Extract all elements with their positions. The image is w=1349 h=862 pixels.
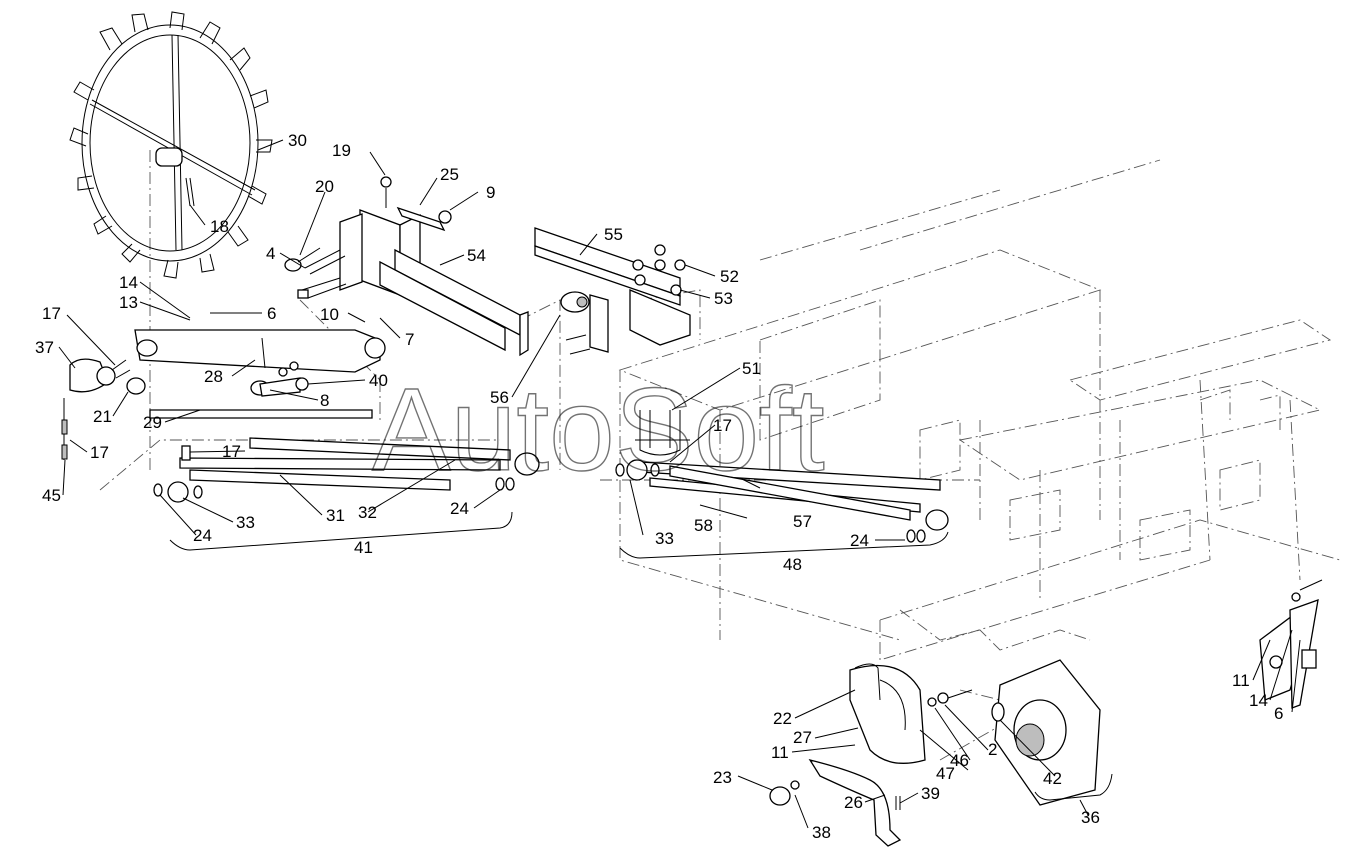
callout-54: 54: [467, 246, 486, 265]
callout-20: 20: [315, 177, 334, 196]
callout-33-left: 33: [236, 513, 255, 532]
right-bracket-assembly: [1259, 579, 1323, 709]
callout-58: 58: [694, 516, 713, 535]
callout-11-right: 11: [1232, 671, 1250, 690]
callout-24-mid: 24: [450, 499, 469, 518]
leader-lines: [58, 139, 1301, 829]
callout-22: 22: [773, 709, 792, 728]
drive-cover-assembly: [769, 659, 1101, 847]
callout-19: 19: [332, 141, 351, 160]
callout-41: 41: [354, 538, 373, 557]
callout-55: 55: [604, 225, 623, 244]
callout-4: 4: [266, 244, 275, 263]
callout-9: 9: [486, 183, 495, 202]
callout-6-right: 6: [1274, 704, 1283, 723]
shaft-assembly-48: [615, 410, 949, 543]
shaft-assembly-41: [153, 437, 540, 503]
callout-11-bottom: 11: [771, 743, 789, 762]
callout-7: 7: [405, 330, 414, 349]
callout-6-left: 6: [267, 304, 276, 323]
callout-31: 31: [326, 506, 345, 525]
bracket-assembly-55: [534, 227, 691, 355]
callout-25: 25: [440, 165, 459, 184]
callout-37: 37: [35, 338, 54, 357]
callout-24-right: 24: [850, 531, 869, 550]
callout-23: 23: [713, 768, 732, 787]
callout-28: 28: [204, 367, 223, 386]
callout-40: 40: [369, 371, 388, 390]
callout-38: 38: [812, 823, 831, 842]
callout-13: 13: [119, 293, 138, 312]
callout-14-right: 14: [1249, 691, 1268, 710]
callout-42: 42: [1043, 769, 1062, 788]
callout-39: 39: [921, 784, 940, 803]
bracket-assembly-54: [284, 176, 529, 357]
callout-57: 57: [793, 512, 812, 531]
callout-labels: 30 19 20 25 9 18 55 54 52 53 4 14 13 6 1…: [35, 131, 1283, 842]
callout-17-mid: 17: [713, 416, 732, 435]
plate-assembly-28: [61, 329, 386, 460]
watermark-text: AutoSoft: [372, 364, 825, 496]
callout-53: 53: [714, 289, 733, 308]
callout-52: 52: [720, 267, 739, 286]
callout-14-left: 14: [119, 273, 138, 292]
callout-46: 46: [950, 751, 969, 770]
callout-27: 27: [793, 728, 812, 747]
callout-32: 32: [358, 503, 377, 522]
callout-8: 8: [320, 391, 329, 410]
callout-30: 30: [288, 131, 307, 150]
wheel-30: [69, 11, 273, 279]
callout-45: 45: [42, 486, 61, 505]
callout-18: 18: [210, 217, 229, 236]
callout-56: 56: [490, 388, 509, 407]
callout-51: 51: [742, 359, 761, 378]
callout-24-left: 24: [193, 526, 212, 545]
callout-29: 29: [143, 413, 162, 432]
callout-10: 10: [320, 305, 339, 324]
callout-26: 26: [844, 793, 863, 812]
callout-48: 48: [783, 555, 802, 574]
callout-47: 47: [936, 764, 955, 783]
callout-17-shaft: 17: [222, 442, 241, 461]
callout-33-right: 33: [655, 529, 674, 548]
callout-36: 36: [1081, 808, 1100, 827]
callout-17-bottom: 17: [90, 443, 109, 462]
callout-17-top: 17: [42, 304, 61, 323]
callout-21: 21: [93, 407, 112, 426]
callout-2: 2: [988, 740, 997, 759]
